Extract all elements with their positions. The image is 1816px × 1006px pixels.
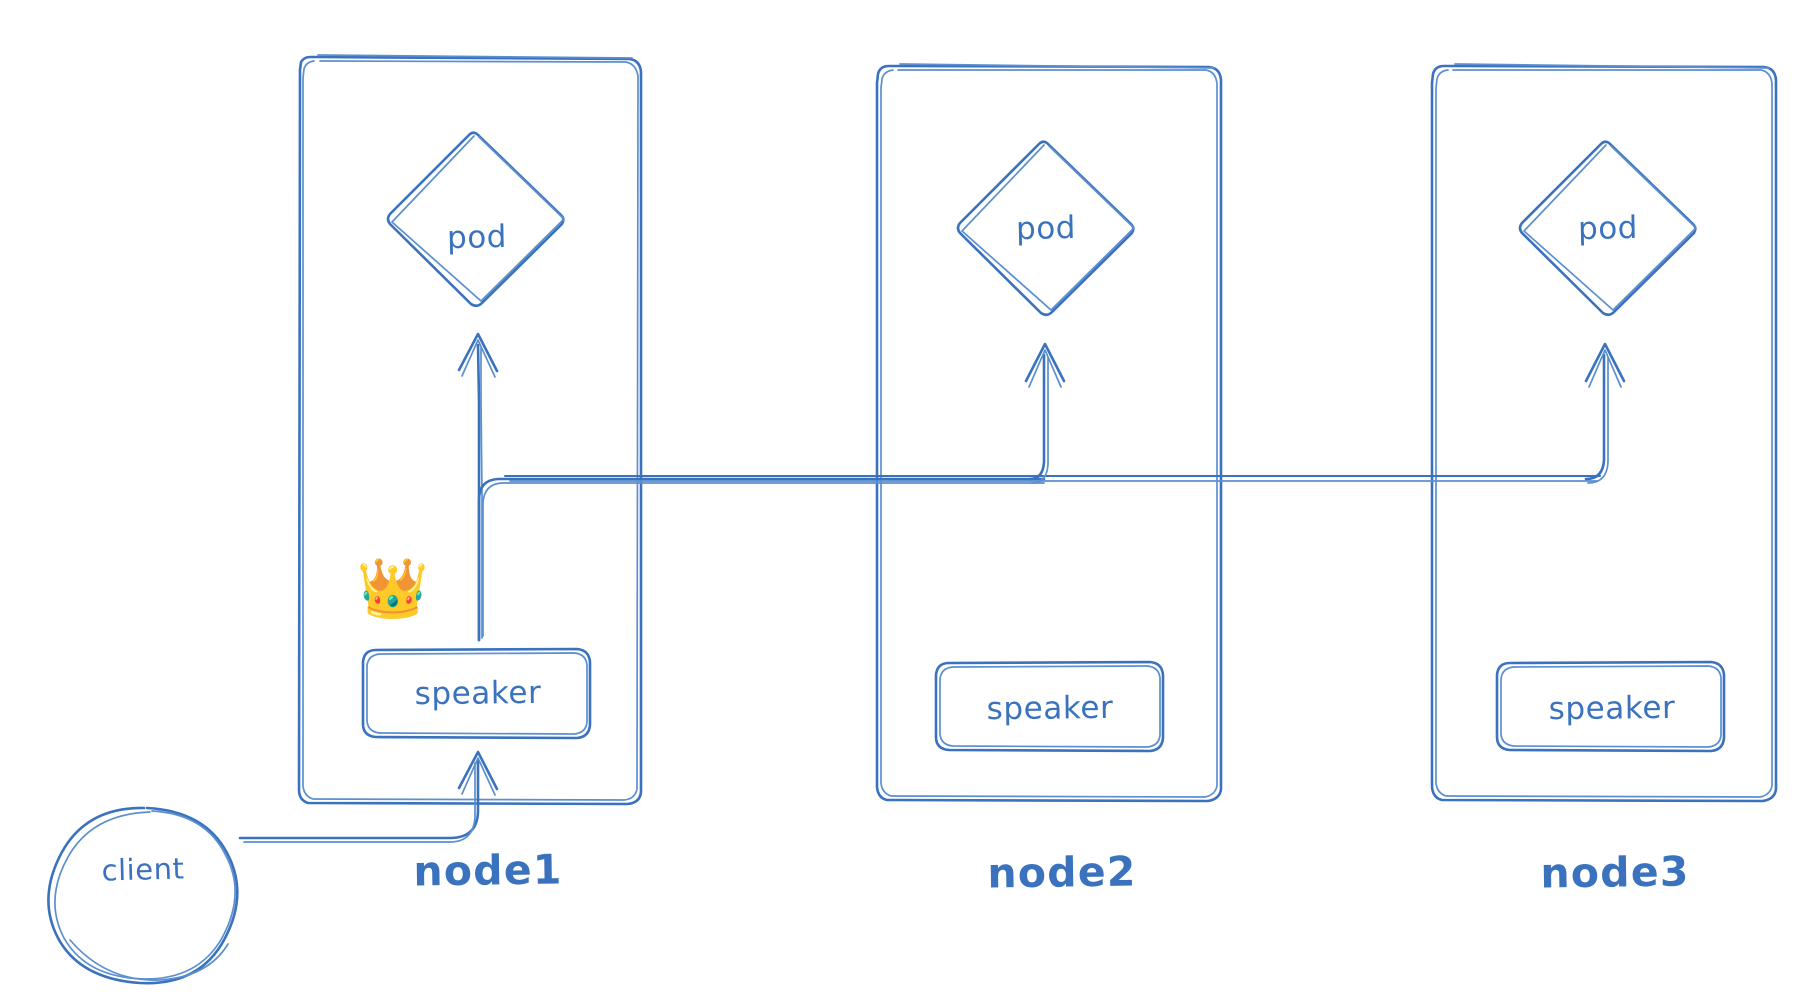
client-shape[interactable]: [47, 806, 239, 985]
node3-pod-label: pod: [1577, 209, 1639, 248]
node1-title: node1: [413, 845, 563, 896]
node2-title: node2: [987, 847, 1137, 898]
node2-container[interactable]: [875, 63, 1223, 803]
node3-title: node3: [1540, 847, 1690, 898]
routing-trunk: [477, 474, 1602, 642]
node1-speaker-shape[interactable]: [361, 647, 592, 740]
node1-pod-label: pod: [446, 218, 508, 257]
node1-container[interactable]: [297, 54, 643, 806]
arrow-trunk-to-node2-pod: [1024, 342, 1066, 484]
client-label: client: [101, 851, 185, 888]
crown-icon: 👑: [356, 554, 430, 622]
node3-speaker-label: speaker: [1548, 689, 1676, 728]
node1-pod-shape[interactable]: [386, 131, 565, 308]
arrow-client-to-node1-speaker: [238, 750, 499, 843]
node3-pod-shape[interactable]: [1518, 140, 1697, 317]
node2-pod-shape[interactable]: [956, 140, 1135, 317]
node2-speaker-label: speaker: [986, 689, 1114, 728]
arrow-trunk-to-node3-pod: [1584, 342, 1626, 484]
node2-speaker-shape[interactable]: [934, 660, 1165, 753]
node2-pod-label: pod: [1015, 209, 1077, 248]
node3-speaker-shape[interactable]: [1495, 660, 1726, 753]
node1-speaker-label: speaker: [414, 674, 542, 713]
node3-container[interactable]: [1430, 63, 1778, 803]
